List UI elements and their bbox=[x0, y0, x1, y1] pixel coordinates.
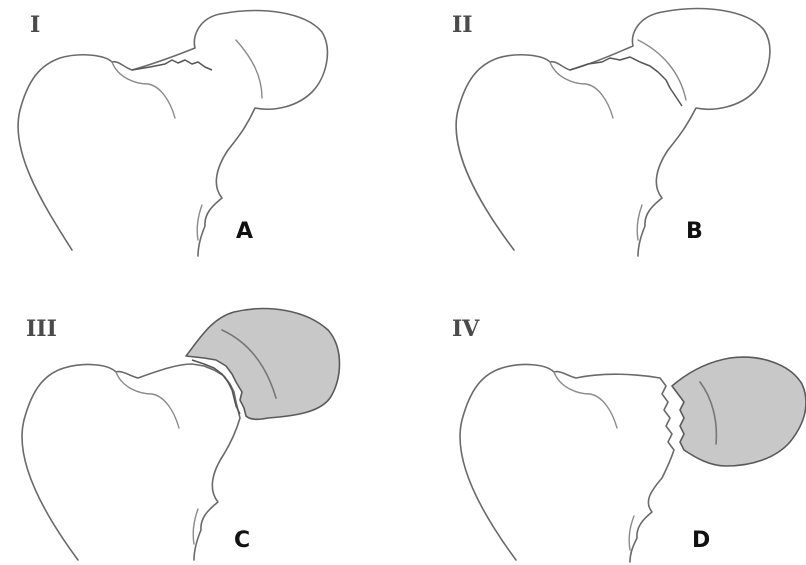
panel-d-trochanter-curl bbox=[554, 372, 617, 428]
panel-a-stage: I bbox=[30, 12, 40, 38]
panel-a: I A bbox=[18, 11, 327, 256]
panel-b: II B bbox=[452, 9, 770, 256]
panel-d-femur-outline bbox=[460, 365, 674, 562]
panel-a-femur-outline bbox=[18, 11, 327, 256]
panel-a-fracture-line bbox=[132, 60, 212, 70]
panel-d-letter: D bbox=[692, 528, 710, 553]
panel-b-letter: B bbox=[686, 219, 703, 244]
panel-d: IV D bbox=[452, 316, 806, 562]
panel-d-displaced-head bbox=[672, 357, 806, 466]
panel-c-displaced-head bbox=[186, 309, 340, 420]
panel-c-stage: III bbox=[26, 316, 57, 342]
panel-c-trochanter-curl bbox=[116, 372, 179, 428]
panel-b-trochanter-curl bbox=[550, 62, 613, 118]
panel-d-stage: IV bbox=[452, 316, 480, 342]
panel-a-head-line bbox=[236, 40, 262, 98]
panel-a-letter: A bbox=[236, 219, 253, 244]
panel-c-letter: C bbox=[234, 528, 250, 553]
panel-b-femur-outline bbox=[456, 9, 770, 256]
panel-c-femur-outline bbox=[22, 364, 240, 560]
panel-b-stage: II bbox=[452, 12, 473, 38]
panel-b-fracture-line bbox=[570, 57, 682, 106]
panel-b-head-line bbox=[638, 40, 686, 100]
panel-c: III C bbox=[22, 309, 339, 560]
panel-a-trochanter-curl bbox=[112, 62, 175, 118]
